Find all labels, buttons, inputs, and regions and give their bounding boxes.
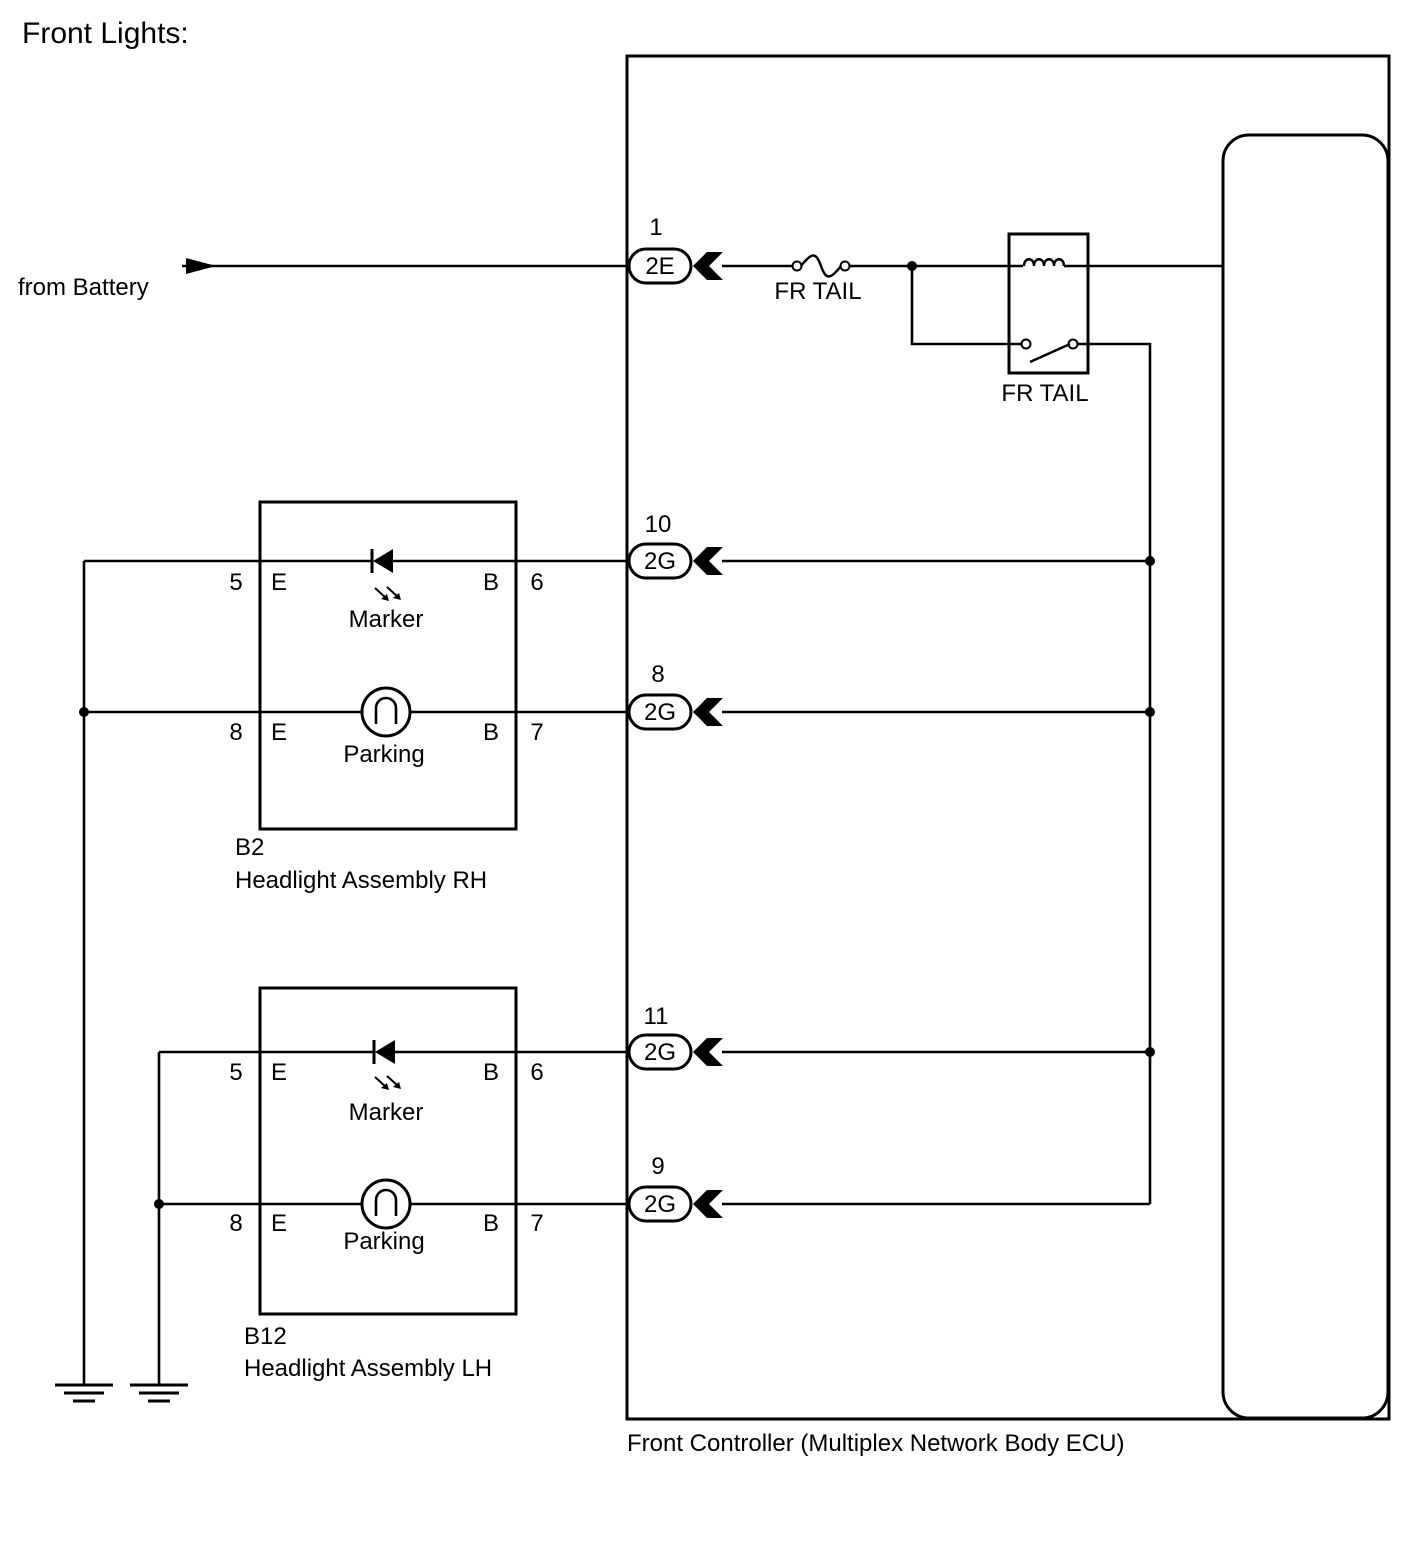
terminal-label: E <box>271 719 287 746</box>
connector-pin: 8 <box>651 661 664 688</box>
parking-label: Parking <box>343 1228 424 1255</box>
junction-dot <box>154 1199 164 1209</box>
assembly-code: B2 <box>235 834 264 861</box>
junction-dot <box>1145 556 1155 566</box>
assembly-code: B12 <box>244 1323 287 1350</box>
pin-number: 6 <box>530 569 543 596</box>
connector-2g-pin-9: 2G 9 <box>627 1153 1150 1223</box>
assembly-box <box>258 500 518 831</box>
relay-coil-icon <box>1022 258 1066 267</box>
terminal-label: B <box>483 569 499 596</box>
battery-arrow-icon <box>186 258 216 274</box>
headlight-assembly-rh: Marker 5 E B 6 Parking 8 E B 7 B2 Headli… <box>84 500 628 894</box>
connector-2g-pin-10: 2G 10 <box>627 511 1150 580</box>
marker-led-icon <box>372 1040 401 1090</box>
marker-label: Marker <box>349 1099 424 1126</box>
ecu-internal-module <box>1221 133 1390 1420</box>
terminal-label: B <box>483 719 499 746</box>
connector-2g-pin-11: 2G 11 <box>627 1003 1150 1071</box>
connector-pin: 11 <box>644 1003 669 1030</box>
connector-code: 2G <box>644 548 676 575</box>
connector-2g-pin-8: 2G 8 <box>627 661 1150 731</box>
tail-bus-wire <box>1078 342 1152 1204</box>
terminal-label: B <box>483 1059 499 1086</box>
pin-number: 7 <box>530 719 543 746</box>
parking-label: Parking <box>343 741 424 768</box>
pin-number: 8 <box>229 719 242 746</box>
ground-icon <box>130 1383 188 1403</box>
terminal-label: E <box>271 1059 287 1086</box>
headlight-assembly-lh: Marker 5 E B 6 Parking 8 E B 7 B12 Headl… <box>159 986 628 1382</box>
assembly-name: Headlight Assembly RH <box>235 867 487 894</box>
relay-box <box>1007 232 1090 375</box>
marker-led-icon <box>370 549 401 601</box>
pin-number: 8 <box>229 1210 242 1237</box>
assembly-box <box>258 986 518 1316</box>
ground-icon <box>55 1383 113 1403</box>
connector-pin: 10 <box>645 511 672 538</box>
ecu-label: Front Controller (Multiplex Network Body… <box>627 1430 1124 1457</box>
terminal-label: E <box>271 569 287 596</box>
fuse-label: FR TAIL <box>774 278 861 305</box>
connector-code: 2G <box>644 699 676 726</box>
connector-2e-pin-1: 2E 1 <box>627 214 723 285</box>
relay-switch-feed-wire <box>910 266 1024 346</box>
junction-dot <box>1145 1047 1155 1057</box>
assembly-name: Headlight Assembly LH <box>244 1355 492 1382</box>
junction-dot <box>79 707 89 717</box>
marker-label: Marker <box>349 606 424 633</box>
relay-switch-icon <box>1020 338 1079 364</box>
connector-code: 2G <box>644 1191 676 1218</box>
pin-number: 7 <box>530 1210 543 1237</box>
parking-bulb-icon <box>360 1178 412 1230</box>
terminal-label: B <box>483 1210 499 1237</box>
pin-number: 6 <box>530 1059 543 1086</box>
parking-bulb-icon <box>360 686 412 738</box>
connector-code: 2E <box>645 253 674 280</box>
terminal-label: E <box>271 1210 287 1237</box>
connector-code: 2G <box>644 1039 676 1066</box>
relay-label: FR TAIL <box>1001 380 1088 407</box>
pin-number: 5 <box>229 569 242 596</box>
connector-pin: 9 <box>651 1153 664 1180</box>
battery-label: from Battery <box>18 274 149 301</box>
junction-dot <box>1145 707 1155 717</box>
connector-pin: 1 <box>649 214 662 241</box>
fuse-icon <box>791 254 851 278</box>
diagram-title: Front Lights: <box>22 17 189 50</box>
pin-number: 5 <box>229 1059 242 1086</box>
